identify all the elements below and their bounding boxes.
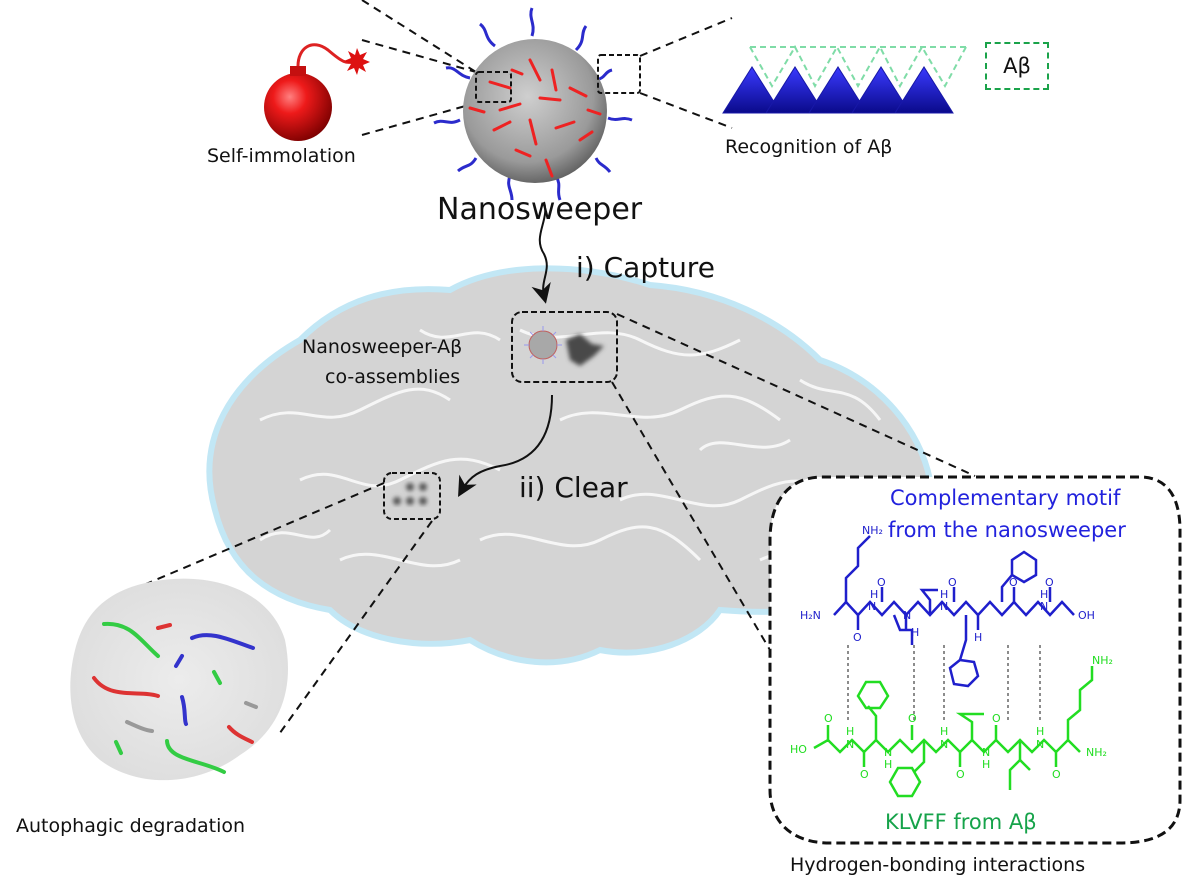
clear-step-label: ii) Clear	[519, 471, 628, 504]
clear-arrow	[458, 394, 553, 497]
complementary-label-line1: Complementary motif	[890, 486, 1121, 510]
atom-label: NH₂	[1092, 654, 1113, 667]
green-peptide-structure	[813, 666, 1094, 798]
atom-label: O	[1052, 768, 1061, 781]
atom-label: H₂N	[800, 609, 821, 622]
callout-lines-autophagy	[145, 482, 433, 738]
atom-label: H	[982, 758, 990, 771]
bomb-icon	[264, 43, 370, 141]
atom-label: H	[1036, 725, 1044, 738]
atom-label: N	[1036, 738, 1044, 751]
atom-label: HO	[790, 743, 807, 756]
atom-label: N	[903, 609, 911, 622]
degraded-particles-icon	[393, 483, 427, 505]
atom-label: H	[884, 758, 892, 771]
cleared-box	[383, 472, 441, 520]
atom-label: NH₂	[862, 524, 883, 537]
abeta-aggregate-icon	[566, 334, 604, 366]
atom-label: H	[846, 725, 854, 738]
atom-label: N	[868, 600, 876, 613]
autophagic-vesicle	[70, 578, 288, 781]
blue-atom-labels: NH₂ H₂N H N O N H O H N O H O H N O OH	[800, 524, 1095, 644]
green-atom-labels: NH₂ HO O H N O N H O H N O N H O H N O N…	[790, 654, 1113, 781]
atom-label: H	[974, 631, 982, 644]
zoom-box-left	[475, 71, 512, 103]
atom-label: O	[853, 631, 862, 644]
atom-label: H	[940, 725, 948, 738]
atom-label: H	[870, 588, 878, 601]
atom-label: O	[877, 576, 886, 589]
hbond-panel: NH₂ H₂N H N O N H O H N O H O H N O OH	[768, 475, 1182, 845]
callout-lines-recognition	[639, 17, 733, 129]
blue-peptide-structure	[833, 535, 1075, 688]
klvff-label: KLVFF from Aβ	[885, 810, 1037, 834]
atom-label: H	[1040, 588, 1048, 601]
recognition-triangles	[722, 44, 967, 114]
nanosweeper-title: Nanosweeper	[437, 192, 643, 227]
peptide-fragments	[92, 621, 258, 774]
atom-label: N	[846, 738, 854, 751]
abeta-legend-label: Aβ	[1003, 54, 1031, 78]
cross-linker-rods	[468, 58, 602, 178]
atom-label: O	[948, 576, 957, 589]
atom-label: OH	[1078, 609, 1095, 622]
mini-nanosweeper-icon	[528, 330, 558, 360]
peptide-arms	[433, 7, 633, 201]
atom-label: N	[982, 746, 990, 759]
callout-lines-bomb	[361, 0, 477, 136]
abeta-legend-box: Aβ	[985, 42, 1049, 90]
atom-label: O	[860, 768, 869, 781]
capture-arrow	[531, 201, 551, 304]
coassembly-label-line2: co-assemblies	[325, 366, 461, 388]
atom-label: O	[824, 712, 833, 725]
hydrogen-bond-lines	[847, 645, 1041, 720]
complementary-label-line2: from the nanosweeper	[888, 518, 1126, 542]
atom-label: H	[911, 626, 919, 639]
atom-label: O	[908, 712, 917, 725]
atom-label: O	[992, 712, 1001, 725]
recognition-label: Recognition of Aβ	[725, 136, 893, 158]
atom-label: O	[1009, 576, 1018, 589]
atom-label: O	[1045, 576, 1054, 589]
capture-step-label: i) Capture	[576, 251, 715, 284]
atom-label: O	[956, 768, 965, 781]
atom-label: NH₂	[1086, 746, 1107, 759]
atom-label: N	[940, 600, 948, 613]
atom-label: N	[940, 738, 948, 751]
atom-label: N	[1040, 600, 1048, 613]
atom-label: N	[884, 746, 892, 759]
coassembly-label-line1: Nanosweeper-Aβ	[302, 336, 463, 358]
hydrogen-bonding-label: Hydrogen-bonding interactions	[790, 854, 1086, 876]
autophagic-degradation-label: Autophagic degradation	[16, 815, 246, 837]
nanosweeper-particle	[433, 7, 641, 201]
zoom-box-right	[597, 54, 641, 94]
callout-lines-hbond	[611, 313, 976, 651]
coassembly-box	[511, 311, 618, 383]
self-immolation-label: Self-immolation	[207, 145, 356, 167]
atom-label: H	[940, 588, 948, 601]
